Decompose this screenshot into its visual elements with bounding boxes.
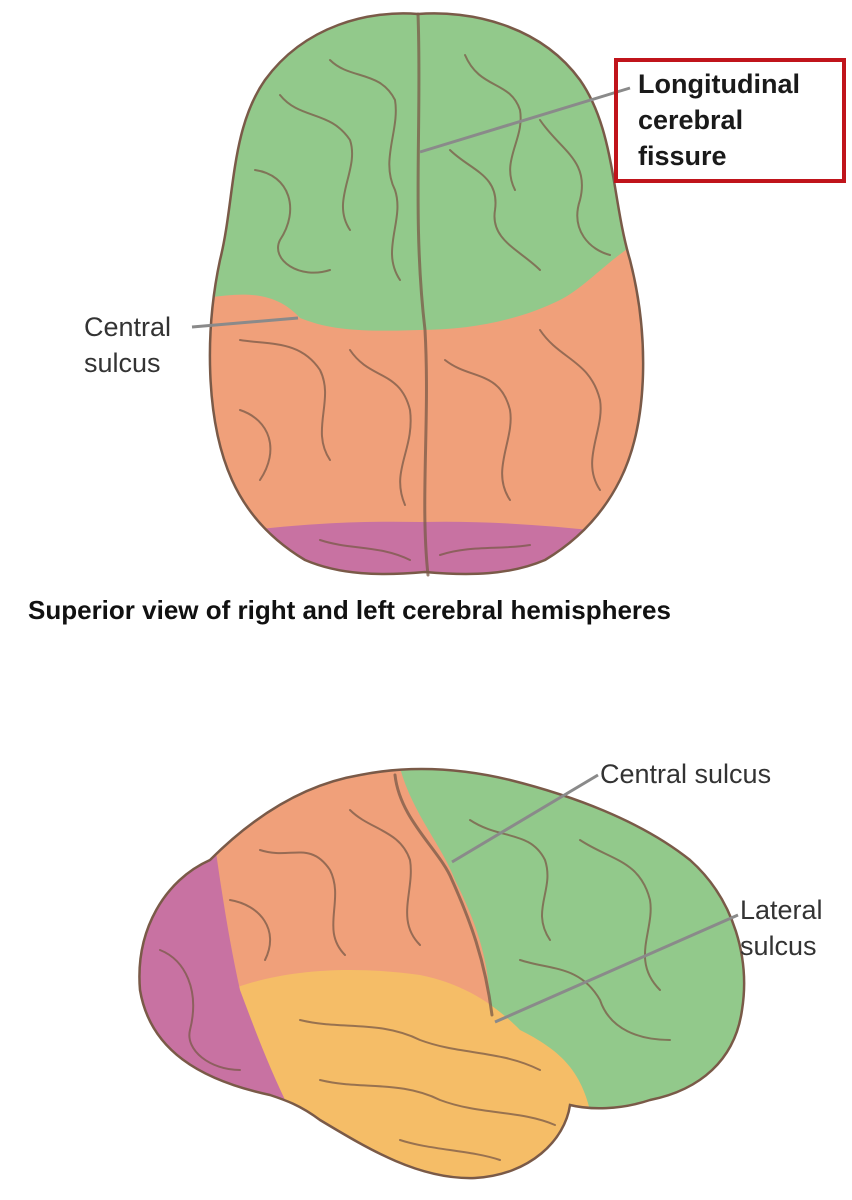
highlight-box: [614, 58, 846, 183]
central-sulcus-side-leader: [451, 773, 599, 864]
label-central-sulcus-side: Central sulcus: [600, 759, 772, 789]
label-lateral-line1: Lateral: [740, 895, 823, 925]
superior-view-outline: [208, 12, 645, 576]
central-sulcus-top-leader: [191, 316, 299, 329]
label-longitudinal-line3: fissure: [638, 141, 727, 171]
lateral-view-outline: [138, 767, 746, 1180]
lateral-view-gyri: [159, 773, 671, 1161]
superior-view-gyri: [239, 12, 611, 577]
label-central-top-line2: sulcus: [84, 348, 161, 378]
lateral-view-brain: [139, 768, 745, 1179]
label-longitudinal-line2: cerebral: [638, 105, 744, 135]
lateral-sulcus-leader: [494, 913, 739, 1024]
longitudinal-fissure-leader: [419, 86, 631, 154]
label-central-top-line1: Central: [84, 312, 172, 342]
figure-caption: Superior view of right and left cerebral…: [28, 595, 671, 625]
label-lateral-line2: sulcus: [740, 931, 817, 961]
occipital-lobe-top: [209, 521, 644, 575]
label-longitudinal-line1: Longitudinal: [638, 69, 800, 99]
